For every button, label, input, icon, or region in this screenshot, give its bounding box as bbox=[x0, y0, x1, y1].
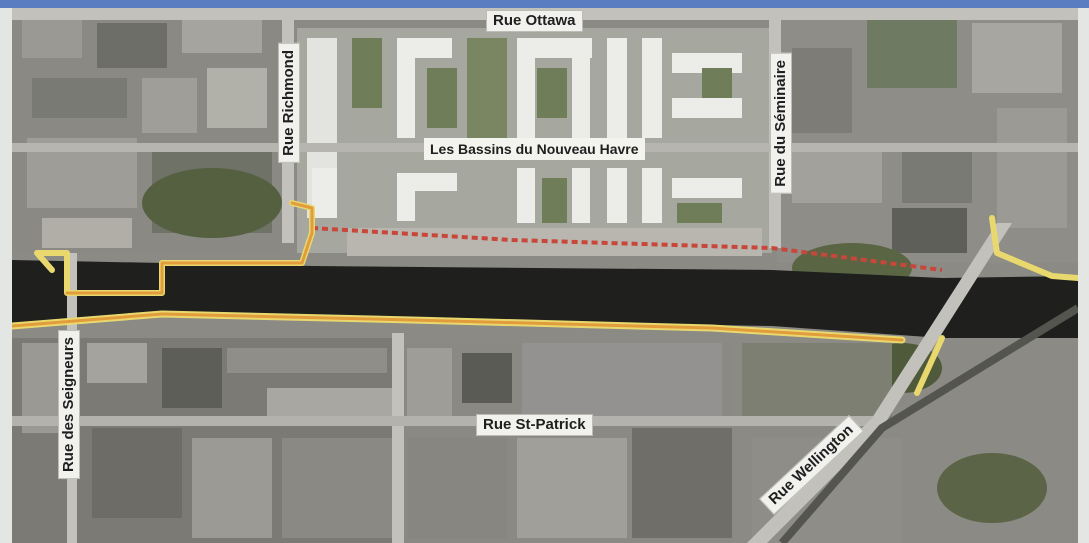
railway bbox=[778, 304, 1078, 543]
pedestrian-paths bbox=[12, 200, 1078, 396]
city-blocks-northeast bbox=[777, 8, 1078, 263]
dashed-red-route bbox=[311, 226, 943, 272]
map-canvas bbox=[12, 8, 1078, 543]
street-label-rue-richmond: Rue Richmond bbox=[278, 43, 300, 163]
canal-water bbox=[12, 260, 1078, 338]
city-blocks-south bbox=[12, 338, 902, 543]
street-label-rue-du-seminaire: Rue du Séminaire bbox=[770, 53, 792, 194]
street-label-rue-ottawa: Rue Ottawa bbox=[486, 10, 583, 32]
header-band bbox=[0, 0, 1089, 8]
aerial-map[interactable]: Rue Ottawa Rue Richmond Les Bassins du N… bbox=[12, 8, 1078, 543]
project-label-bassins: Les Bassins du Nouveau Havre bbox=[424, 138, 645, 160]
street-label-rue-st-patrick: Rue St-Patrick bbox=[476, 414, 593, 436]
street-label-rue-des-seigneurs: Rue des Seigneurs bbox=[58, 330, 80, 480]
